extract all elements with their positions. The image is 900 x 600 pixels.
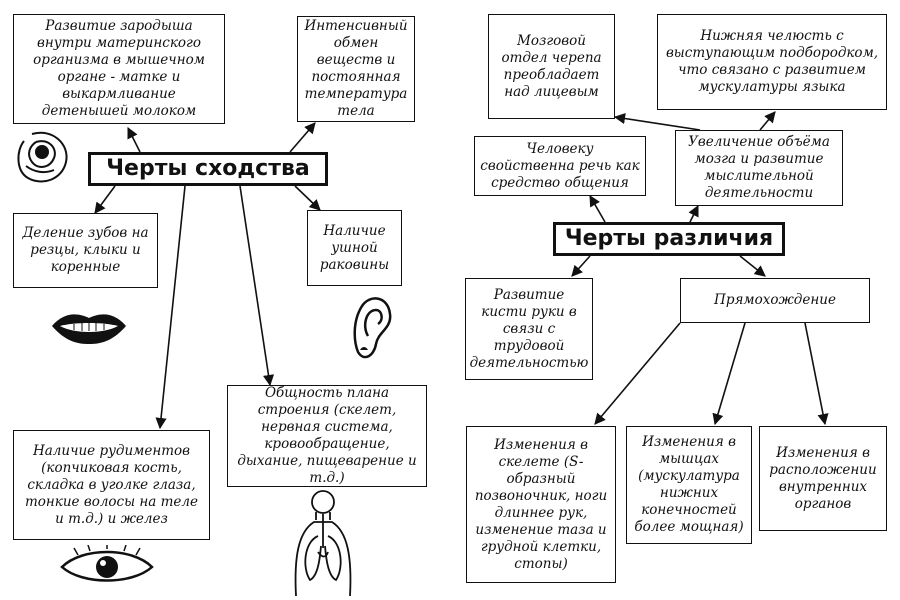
ear-icon (353, 297, 392, 359)
arrow-to-jaw (759, 111, 776, 131)
arrow-to-ear (294, 185, 321, 211)
arrow-to-hand (571, 255, 591, 277)
metabolism-box: Интенсивный обмен веществ и постоянная т… (297, 16, 415, 122)
brain-text: Увеличение объёма мозга и развитие мысли… (688, 134, 830, 201)
metabolism-text: Интенсивный обмен веществ и постоянная т… (304, 18, 408, 119)
teeth-box: Деление зубов на резцы, клыки и коренные (13, 213, 158, 288)
skull-box: Мозговой отдел черепа преобладает над ли… (488, 14, 615, 119)
ear-box: Наличие ушной раковины (307, 210, 402, 286)
arrow-to-body-plan (239, 185, 275, 387)
arrow-to-muscles (712, 322, 746, 426)
arrow-to-speech (589, 195, 606, 223)
jaw-text: Нижняя челюсть с выступающим подбородком… (665, 28, 879, 95)
body-plan-text: Общность плана строения (скелет, нервная… (237, 385, 417, 486)
speech-box: Человеку свойственна речь как средство о… (474, 136, 646, 196)
similarities-title-box: Черты сходства (88, 152, 328, 186)
skeleton-box: Изменения в скелете (S-образный позвоноч… (466, 426, 616, 583)
muscles-box: Изменения в мышцах (мускулатура нижних к… (626, 426, 752, 544)
arrow-to-teeth (94, 185, 116, 214)
embryo-icon (17, 131, 68, 183)
hand-text: Развитие кисти руки в связи с трудовой д… (469, 286, 589, 371)
brain-box: Увеличение объёма мозга и развитие мысли… (675, 130, 843, 206)
muscles-text: Изменения в мышцах (мускулатура нижних к… (634, 434, 744, 535)
skull-text: Мозговой отдел черепа преобладает над ли… (501, 32, 602, 100)
rudiments-text: Наличие рудиментов (копчиковая кость, ск… (24, 442, 199, 527)
arrow-to-upright (739, 255, 766, 277)
similarities-title: Черты сходства (106, 156, 310, 181)
teeth-text: Деление зубов на резцы, клыки и коренные (22, 225, 149, 275)
embryo-development-text: Развитие зародыша внутри материнского ор… (33, 18, 205, 119)
arrow-to-brain (688, 204, 699, 223)
upright-text: Прямохождение (714, 292, 836, 308)
lips-icon (52, 314, 126, 344)
speech-text: Человеку свойственна речь как средство о… (480, 140, 640, 191)
arrow-to-rudiments (155, 185, 186, 430)
jaw-box: Нижняя челюсть с выступающим подбородком… (657, 14, 887, 110)
differences-title: Черты различия (564, 226, 774, 251)
upright-box: Прямохождение (680, 278, 870, 323)
body-plan-box: Общность плана строения (скелет, нервная… (227, 385, 427, 487)
arrow-to-skeleton (594, 322, 681, 425)
embryo-development-box: Развитие зародыша внутри материнского ор… (13, 14, 225, 124)
skeleton-text: Изменения в скелете (S-образный позвоноч… (474, 436, 608, 572)
arrow-to-organs (804, 322, 829, 426)
arrow-to-skull (613, 112, 701, 131)
differences-title-box: Черты различия (553, 222, 785, 256)
arrow-to-embryo (127, 126, 141, 153)
anatomy-torso-icon (294, 490, 352, 597)
organs-box: Изменения в расположении внутренних орга… (759, 426, 887, 531)
ear-text: Наличие ушной раковины (319, 222, 390, 273)
hand-box: Развитие кисти руки в связи с трудовой д… (465, 278, 593, 380)
eye-icon (60, 545, 154, 582)
rudiments-box: Наличие рудиментов (копчиковая кость, ск… (13, 430, 210, 540)
organs-text: Изменения в расположении внутренних орга… (769, 444, 877, 512)
arrow-to-metabolism (289, 122, 316, 153)
